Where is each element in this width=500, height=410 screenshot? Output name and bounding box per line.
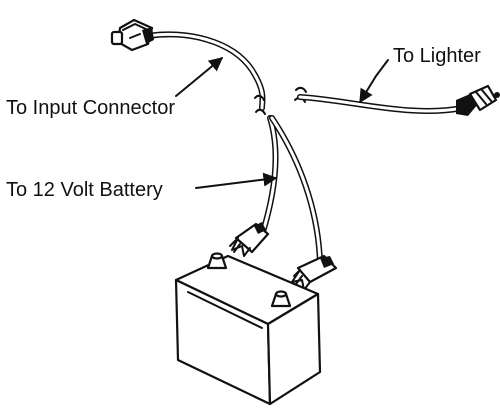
battery-cable-left xyxy=(259,115,279,238)
label-input-connector: To Input Connector xyxy=(6,97,175,119)
alligator-clip-right-icon xyxy=(291,254,338,291)
battery-cable-right xyxy=(269,115,323,265)
battery-icon xyxy=(174,252,322,406)
alligator-clip-left-icon xyxy=(229,222,270,257)
input-connector-plug-icon xyxy=(110,18,154,52)
leader-battery xyxy=(195,172,278,189)
lighter-plug-icon xyxy=(456,84,500,116)
lighter-cable xyxy=(297,94,465,114)
label-lighter: To Lighter xyxy=(393,45,481,67)
leader-input-connector xyxy=(175,57,224,97)
label-battery: To 12 Volt Battery xyxy=(6,179,163,201)
leader-lighter xyxy=(359,59,389,104)
